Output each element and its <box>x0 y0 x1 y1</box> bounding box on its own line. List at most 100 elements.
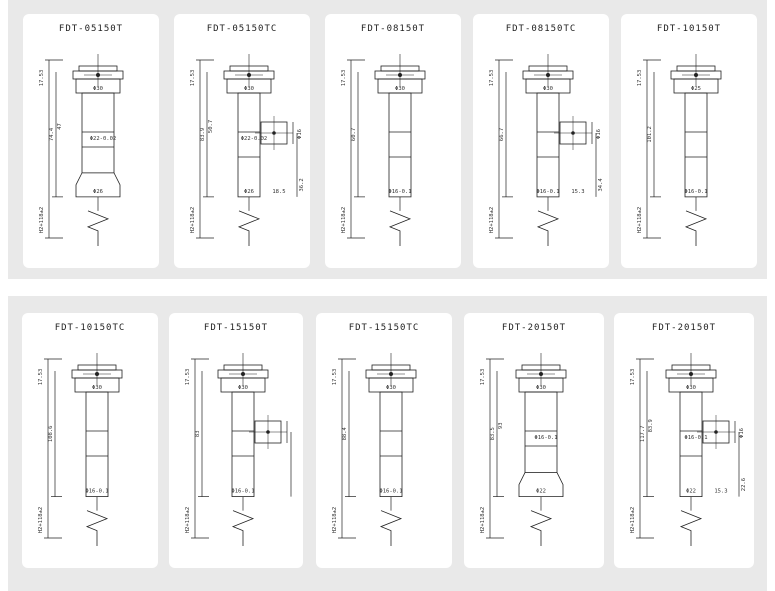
top-dimension: 17.53 <box>630 369 636 386</box>
side-height-label: 36.2 <box>299 178 305 191</box>
body-tube <box>388 92 412 198</box>
body-tube <box>379 391 403 497</box>
height-dimension: 117.7 <box>640 426 646 443</box>
model-title: FDT-05150T <box>58 24 124 34</box>
height-dimension: 83 <box>195 430 201 437</box>
cable-zigzag <box>85 510 109 546</box>
cable-zigzag <box>684 210 708 246</box>
side-diameter-label: Φ16 <box>739 428 745 438</box>
center-mark <box>389 372 393 376</box>
center-mark <box>95 372 99 376</box>
cable-zigzag <box>388 210 412 246</box>
side-offset-label: 18.5 <box>272 189 285 195</box>
height-dimension: 83.5 <box>490 427 496 440</box>
height-dimension: 83.9 <box>200 128 206 141</box>
model-title: FDT-15150T <box>203 323 269 333</box>
center-mark <box>241 372 245 376</box>
bottom-diameter-label: Φ22 <box>536 489 546 495</box>
bottom-diameter-label: Φ16-0.1 <box>85 489 108 495</box>
top-dimension: 17.53 <box>489 70 495 87</box>
bottom-diameter-label: Φ22 <box>686 489 696 495</box>
od-label: Φ30 <box>536 385 546 391</box>
cable-zigzag <box>231 510 255 546</box>
bottom-diameter-label: Φ26 <box>244 189 254 195</box>
bottom-diameter-label: Φ26 <box>93 189 103 195</box>
model-title: FDT-20150T <box>651 323 717 333</box>
side-offset-label: 15.3 <box>571 189 584 195</box>
side-height-label: 34.4 <box>598 178 604 192</box>
bottom-diameter-label: Φ16-0.1 <box>536 189 559 195</box>
body-tube <box>231 391 255 497</box>
height2-dimension: 50.7 <box>208 120 214 133</box>
cable-zigzag <box>536 210 560 246</box>
height2-dimension: 93 <box>498 422 504 429</box>
center-mark <box>694 73 698 77</box>
length-dimension: H2+118±2 <box>630 507 636 534</box>
length-dimension: H2+118±2 <box>637 207 643 234</box>
height2-dimension: 47 <box>57 123 63 130</box>
cable-zigzag <box>237 210 261 246</box>
body-tube <box>237 92 261 198</box>
length-dimension: H2+118±2 <box>190 207 196 234</box>
mid-diameter-label: Φ16-0.1 <box>534 435 557 441</box>
center-mark <box>398 73 402 77</box>
model-title: FDT-10150T <box>656 24 722 34</box>
bottom-diameter-label: Φ16-0.1 <box>388 189 411 195</box>
od-label: Φ30 <box>93 86 103 92</box>
od-label: Φ25 <box>691 86 701 92</box>
mid-diameter-label: Φ22-0.02 <box>90 136 117 142</box>
body-tube <box>81 92 115 174</box>
model-title: FDT-08150T <box>360 24 426 34</box>
height2-dimension: 83.9 <box>648 419 654 432</box>
mid-diameter-label: Φ22-0.02 <box>241 136 268 142</box>
technical-drawing: 17.53Φ3083.950.7Φ22-0.02Φ26Φ1618.536.2H2… <box>190 54 305 246</box>
model-title: FDT-15150TC <box>348 323 420 333</box>
cable-zigzag <box>86 210 110 246</box>
model-title: FDT-10150TC <box>54 323 126 333</box>
bottom-diameter-label: Φ16-0.1 <box>684 189 707 195</box>
body-tube <box>679 391 703 497</box>
length-dimension: H2+118±2 <box>38 507 44 534</box>
cable-zigzag <box>529 510 553 546</box>
od-label: Φ30 <box>395 86 405 92</box>
length-dimension: H2+118±2 <box>185 507 191 534</box>
center-mark <box>247 73 251 77</box>
body-tube <box>536 92 560 198</box>
body-tube <box>524 391 558 473</box>
mid-diameter-label: Φ16-0.1 <box>684 435 707 441</box>
od-label: Φ30 <box>244 86 254 92</box>
side-offset-label: 15.3 <box>714 489 727 495</box>
length-dimension: H2+118±2 <box>480 507 486 534</box>
height-dimension: 74.4 <box>49 127 55 141</box>
cable-zigzag <box>379 510 403 546</box>
od-label: Φ30 <box>92 385 102 391</box>
center-mark <box>546 73 550 77</box>
od-label: Φ30 <box>543 86 553 92</box>
body-tube <box>684 92 708 198</box>
bottom-diameter-label: Φ16-0.1 <box>231 489 254 495</box>
top-dimension: 17.53 <box>637 70 643 87</box>
height-dimension: 88.4 <box>342 426 348 440</box>
top-dimension: 17.53 <box>341 70 347 87</box>
side-center-mark <box>714 430 718 434</box>
model-title: FDT-05150TC <box>206 24 278 34</box>
length-dimension: H2+118±2 <box>489 207 495 234</box>
length-dimension: H2+118±2 <box>39 207 45 234</box>
top-dimension: 17.53 <box>38 369 44 386</box>
top-dimension: 17.53 <box>480 369 486 386</box>
